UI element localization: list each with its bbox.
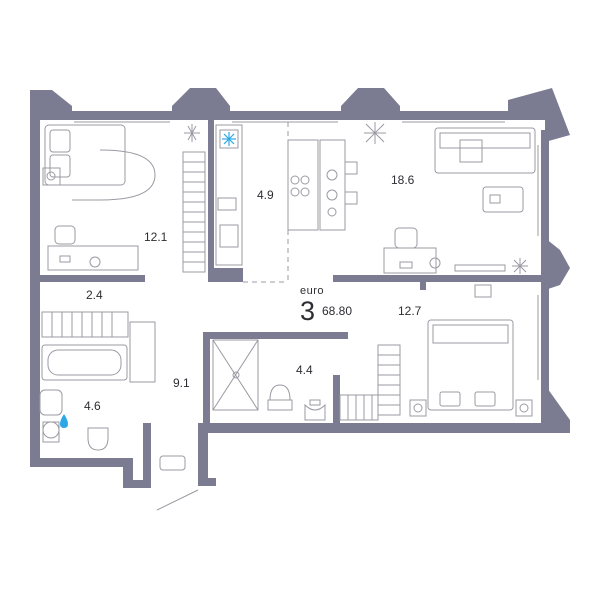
kitchen-counter bbox=[215, 124, 243, 266]
desk-left bbox=[47, 225, 139, 271]
room-area-wardrobe: 2.4 bbox=[86, 288, 103, 302]
kitchen-island bbox=[287, 139, 358, 231]
furniture bbox=[39, 124, 536, 511]
room-area-hall: 9.1 bbox=[173, 376, 190, 390]
snowflake-icon bbox=[222, 132, 236, 146]
room-area-shower-room: 4.4 bbox=[296, 363, 313, 377]
floor-area bbox=[40, 118, 540, 468]
window-bay bbox=[545, 385, 570, 433]
bed-right bbox=[409, 284, 533, 417]
window-bay bbox=[30, 90, 72, 120]
water-drop-icon bbox=[60, 414, 68, 428]
apartment-total-area: 68.80 bbox=[322, 304, 353, 318]
wardrobe-shelf bbox=[41, 311, 129, 338]
entrance-door bbox=[156, 489, 199, 511]
bed-left bbox=[42, 124, 156, 201]
window-bay bbox=[508, 88, 570, 142]
radiator-left bbox=[182, 151, 206, 273]
window-bay bbox=[341, 88, 400, 120]
outer-walls bbox=[30, 88, 570, 488]
plant-icon bbox=[184, 122, 528, 274]
room-area-bedroom-left: 12.1 bbox=[144, 230, 168, 244]
window-bay bbox=[172, 88, 230, 120]
room-area-kitchen: 4.9 bbox=[257, 188, 274, 202]
kitchen-divider bbox=[243, 122, 289, 283]
bathroom-fixtures bbox=[39, 389, 186, 471]
apartment-type-label: euro bbox=[300, 285, 325, 297]
room-area-bedroom-right: 12.7 bbox=[398, 304, 422, 318]
bathtub bbox=[41, 321, 156, 383]
sofa bbox=[434, 127, 536, 213]
apartment-room-count: 3 bbox=[300, 296, 316, 326]
radiator-right bbox=[339, 344, 401, 421]
windows bbox=[74, 121, 539, 380]
room-area-living: 18.6 bbox=[391, 173, 415, 187]
interior-walls bbox=[40, 120, 543, 427]
living-desk bbox=[383, 227, 506, 274]
room-area-bathroom: 4.6 bbox=[84, 399, 101, 413]
window-bay bbox=[545, 238, 570, 290]
shower bbox=[212, 339, 326, 421]
